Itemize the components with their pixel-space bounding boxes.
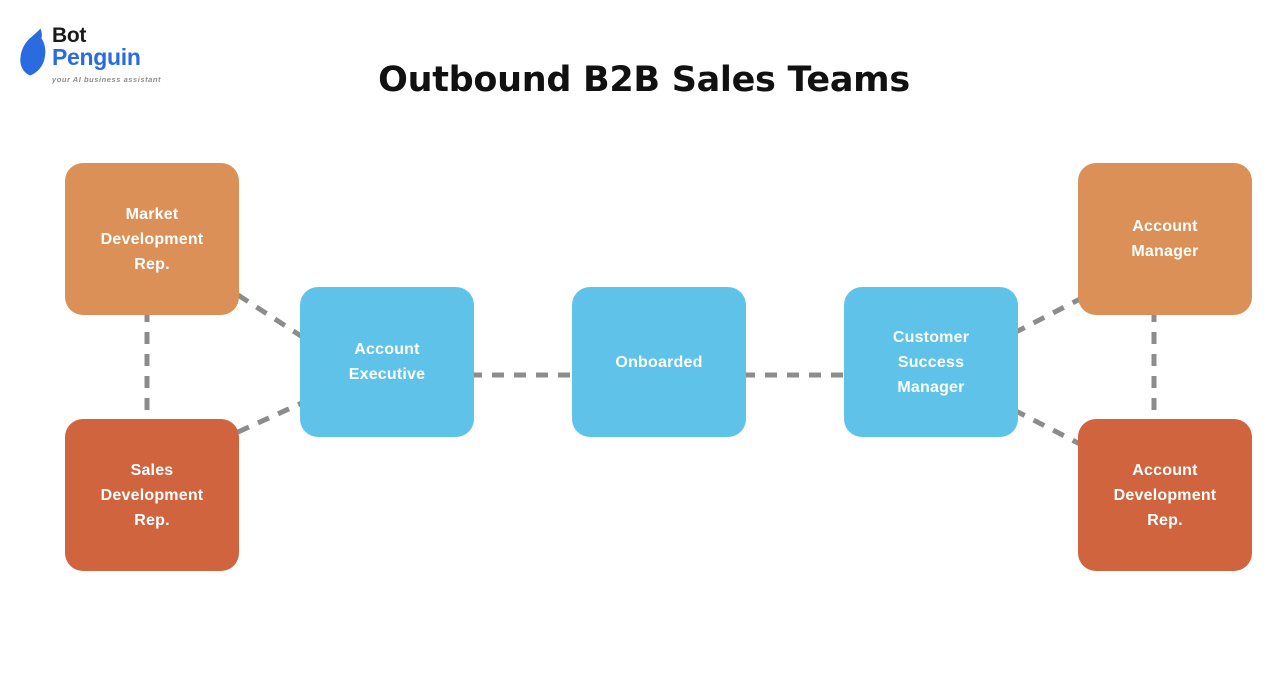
brand-tagline: your AI business assistant	[52, 75, 162, 84]
penguin-icon	[20, 28, 46, 76]
node-account-development-rep: Account Development Rep.	[1078, 419, 1252, 571]
connector-csm-adr	[1012, 407, 1082, 447]
connector-sdr-ae	[236, 399, 306, 435]
node-account-manager: Account Manager	[1078, 163, 1252, 315]
node-market-development-rep: Market Development Rep.	[65, 163, 239, 315]
brand-name-penguin: Penguin	[52, 44, 141, 70]
brand-name-bot: Bot	[52, 24, 87, 47]
page-title: Outbound B2B Sales Teams	[378, 60, 910, 100]
node-onboarded: Onboarded	[572, 287, 746, 437]
brand-text-block: Bot Penguin your AI business assistant	[52, 25, 161, 84]
botpenguin-logo: Bot Penguin your AI business assistant	[18, 25, 161, 84]
node-account-executive: Account Executive	[300, 287, 474, 437]
node-customer-success-manager: Customer Success Manager	[844, 287, 1018, 437]
node-sales-development-rep: Sales Development Rep.	[65, 419, 239, 571]
connector-mdr-ae	[236, 292, 306, 341]
connector-csm-am	[1012, 296, 1082, 336]
